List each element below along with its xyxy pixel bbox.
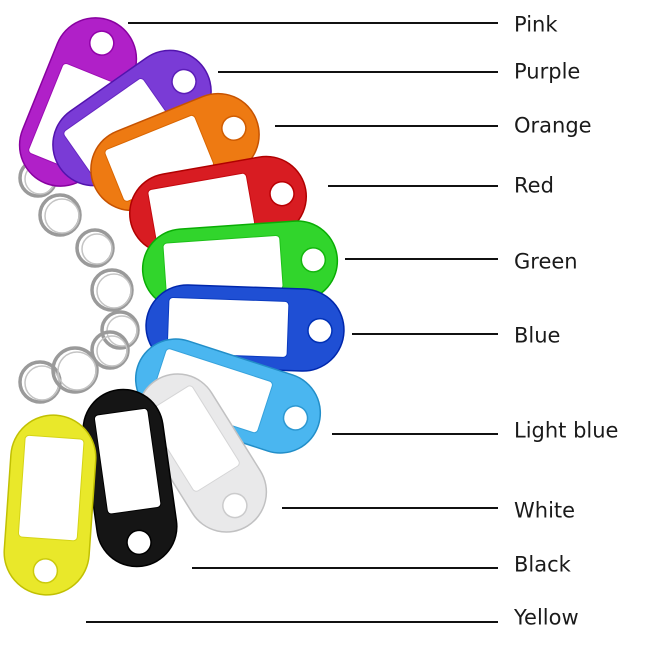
label-yellow: Yellow [514, 605, 579, 630]
tag-hole-icon [282, 405, 309, 431]
label-red: Red [514, 173, 554, 198]
label-orange: Orange [514, 113, 592, 138]
key-ring-icon [51, 346, 99, 394]
key-ring-icon [100, 310, 140, 350]
key-tag-white [136, 373, 268, 533]
label-blue: Blue [514, 323, 561, 348]
key-tag-yellow [3, 414, 97, 596]
tag-label-window [93, 407, 162, 515]
label-light-blue: Light blue [514, 418, 619, 443]
tag-hole-icon [171, 68, 197, 95]
key-tag-black [82, 388, 178, 568]
tag-hole-icon [221, 115, 247, 141]
key-ring-inner-icon [57, 351, 97, 391]
key-ring-inner-icon [81, 233, 113, 265]
key-ring-inner-icon [96, 335, 128, 367]
key-ring-inner-icon [96, 273, 132, 309]
tag-label-window [146, 385, 240, 492]
key-tag-light-blue [134, 338, 322, 454]
key-ring-icon [18, 360, 62, 404]
split-rings [18, 158, 140, 404]
label-green: Green [514, 249, 578, 274]
key-ring-icon [90, 268, 134, 312]
label-pink: Pink [514, 12, 558, 37]
tag-hole-icon [126, 529, 152, 556]
tag-hole-icon [222, 492, 248, 519]
tag-label-window [17, 434, 85, 542]
tag-hole-icon [269, 180, 295, 207]
label-purple: Purple [514, 59, 581, 84]
tag-hole-icon [307, 317, 333, 344]
label-white: White [514, 498, 576, 523]
key-ring-icon [38, 193, 82, 237]
label-black: Black [514, 552, 571, 577]
tag-hole-icon [89, 30, 115, 56]
key-ring-icon [75, 228, 115, 268]
tag-hole-icon [32, 558, 59, 584]
key-ring-inner-icon [44, 198, 80, 234]
tag-hole-icon [300, 247, 327, 273]
key-ring-icon [90, 330, 130, 370]
